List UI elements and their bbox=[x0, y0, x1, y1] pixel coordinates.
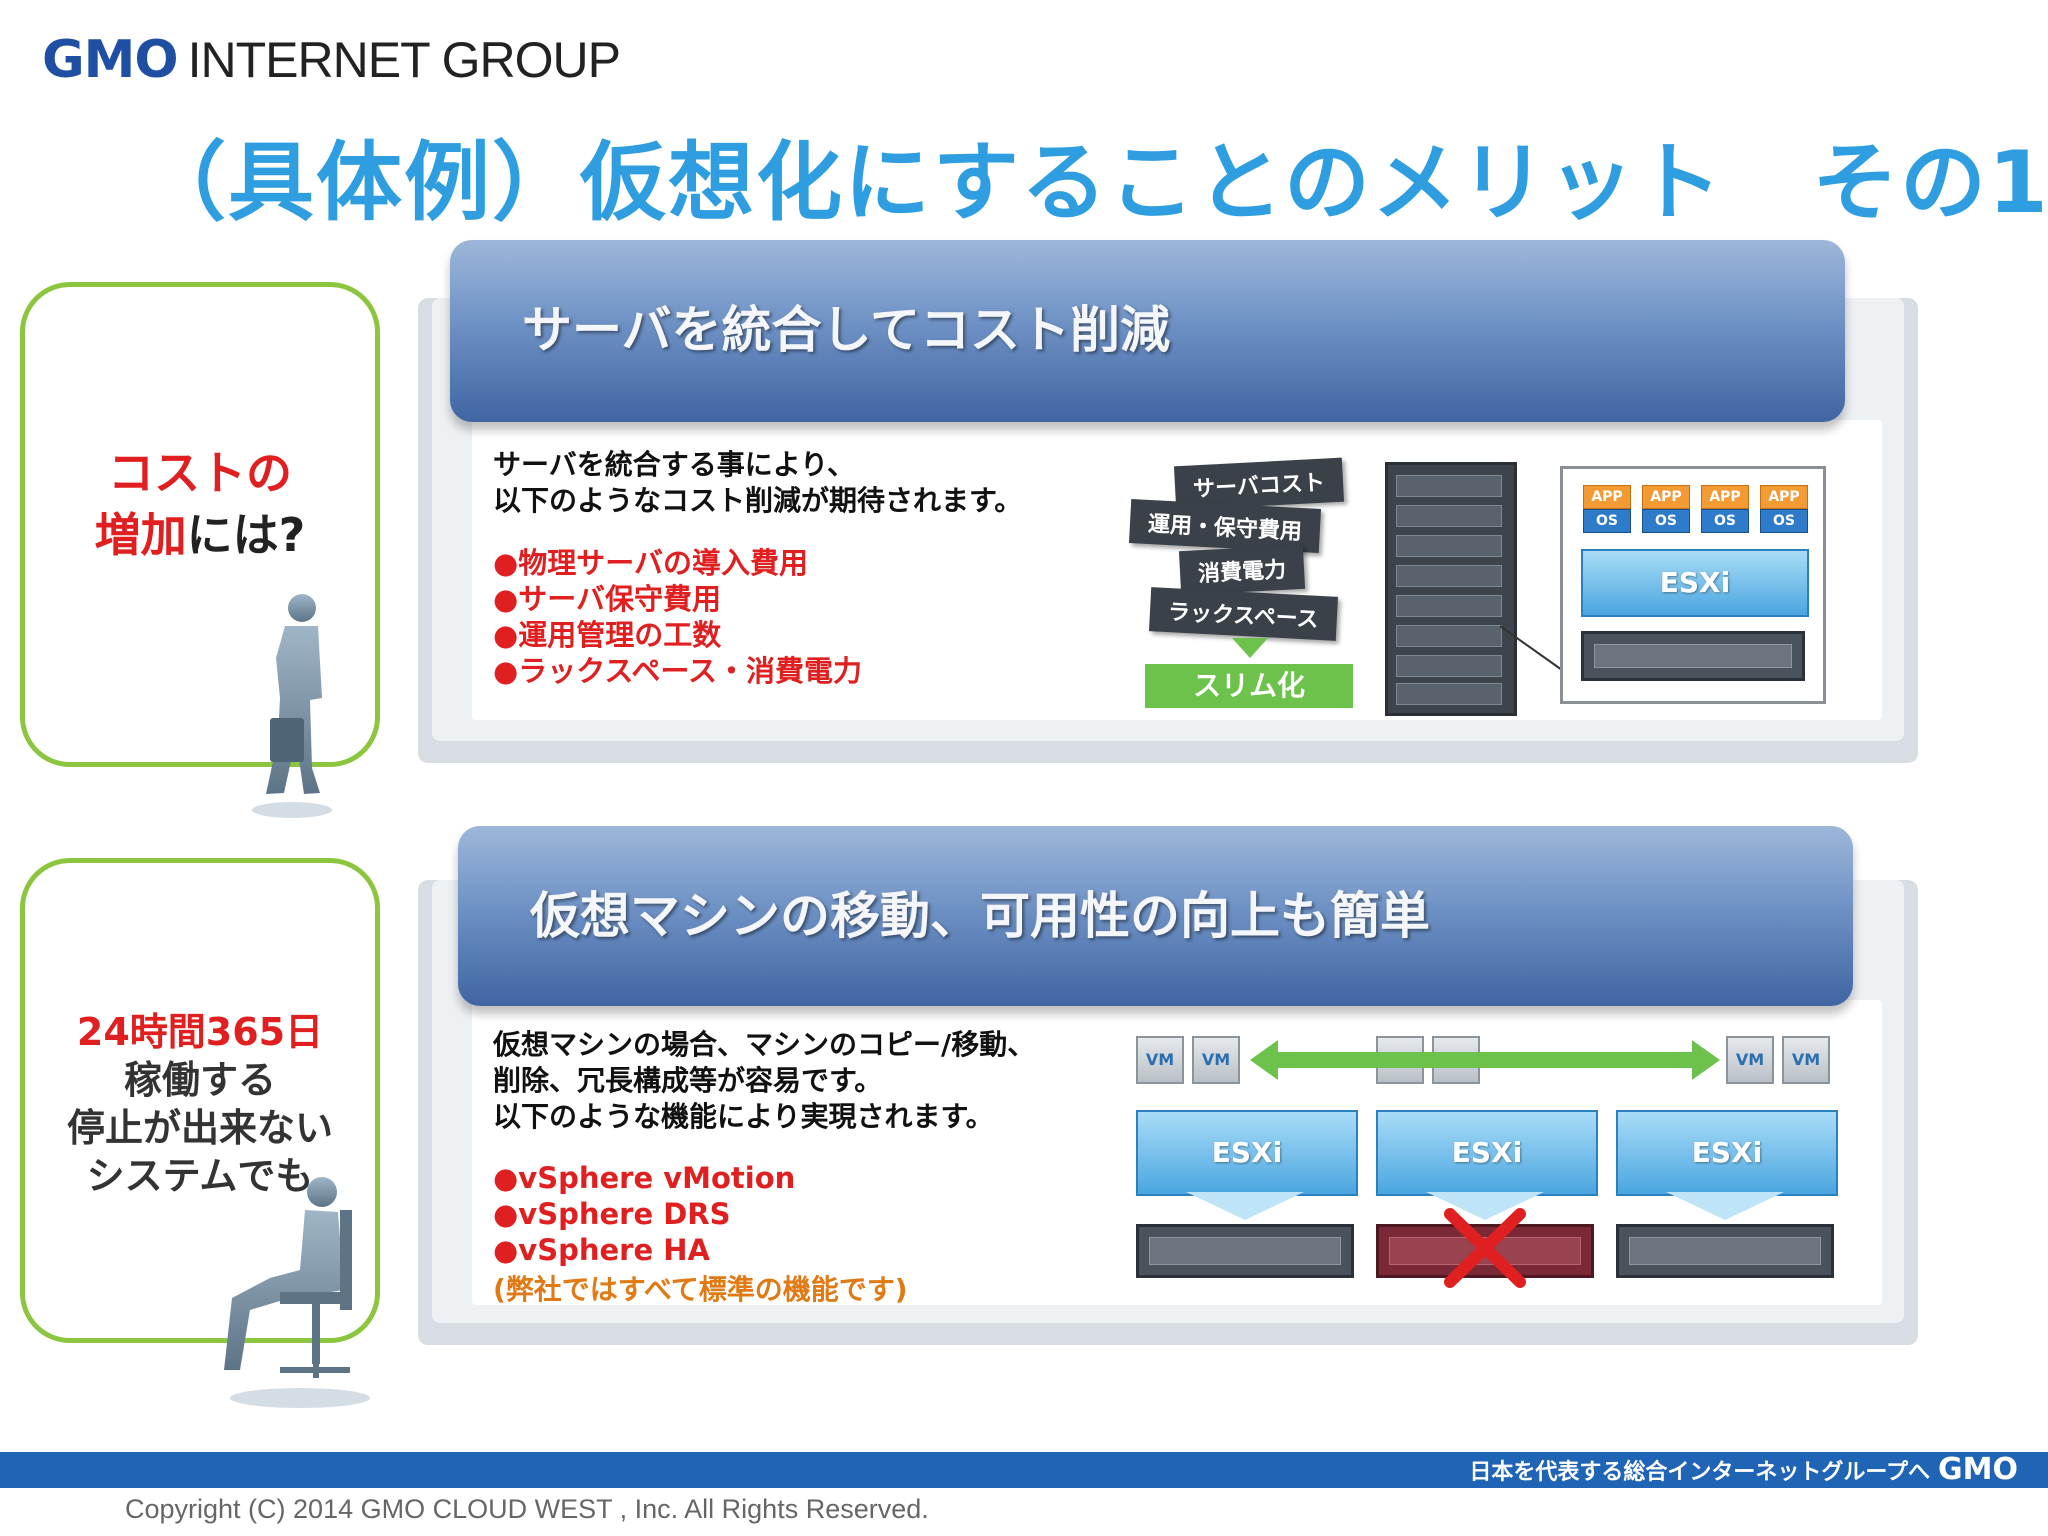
slim-label: スリム化 bbox=[1145, 664, 1353, 708]
section1-title: サーバを統合してコスト削減 bbox=[522, 301, 1170, 359]
page-title: （具体例）仮想化にすることのメリット その1 bbox=[140, 133, 2048, 233]
physical-server-icon bbox=[1581, 631, 1805, 681]
section2-description: 仮想マシンの場合、マシンのコピー/移動、 削除、冗長構成等が容易です。 以下のよ… bbox=[493, 1027, 1035, 1135]
vm-icon: VM bbox=[1782, 1036, 1830, 1084]
logo-internet-group: INTERNET GROUP bbox=[187, 32, 621, 88]
section2-banner: 仮想マシンの移動、可用性の向上も簡単 bbox=[458, 826, 1853, 1006]
vm-icon: VM bbox=[1726, 1036, 1774, 1084]
walking-businessman-icon bbox=[252, 594, 332, 818]
section1-desc-line: サーバを統合する事により、 bbox=[493, 448, 856, 481]
logo-gmo: GMO bbox=[42, 30, 179, 90]
availability-line2: 稼働する bbox=[123, 1058, 276, 1102]
footer-slogan: 日本を代表する総合インターネットグループへ GMO bbox=[1469, 1452, 2018, 1488]
migration-arrow-icon bbox=[1250, 1040, 1720, 1080]
company-logo: GMO INTERNET GROUP bbox=[42, 30, 621, 90]
physical-server-icon bbox=[1616, 1224, 1834, 1278]
section2-desc-line: 以下のような機能により実現されます。 bbox=[493, 1100, 994, 1133]
esxi-host-3: ESXi bbox=[1616, 1110, 1838, 1196]
footer-gmo-logo: GMO bbox=[1938, 1452, 2018, 1487]
bullet-item: ●vSphere DRS bbox=[493, 1197, 731, 1231]
availability-line3: 停止が出来ない bbox=[66, 1106, 333, 1150]
availability-question-text: 24時間365日 稼働する 停止が出来ない システムでも bbox=[25, 1008, 375, 1200]
bullet-item: ●サーバ保守費用 bbox=[493, 582, 722, 616]
bullet-item: ●物理サーバの導入費用 bbox=[493, 546, 809, 580]
section2-bullets: ●vSphere vMotion ●vSphere DRS ●vSphere H… bbox=[493, 1160, 795, 1268]
power-cost-tag: 消費電力 bbox=[1178, 544, 1306, 596]
copyright: Copyright (C) 2014 GMO CLOUD WEST , Inc.… bbox=[125, 1494, 929, 1524]
cost-question-box: コストの 増加には? bbox=[20, 282, 380, 767]
failure-cross-icon bbox=[1444, 1208, 1526, 1288]
cost-question-line1: コストの bbox=[108, 446, 292, 500]
section2-desc-line: 削除、冗長構成等が容易です。 bbox=[493, 1064, 883, 1097]
bullet-item: ●ラックスペース・消費電力 bbox=[493, 654, 862, 688]
footer-slogan-text: 日本を代表する総合インターネットグループへ bbox=[1469, 1460, 1931, 1485]
down-arrow-icon bbox=[1232, 638, 1268, 658]
availability-question-box: 24時間365日 稼働する 停止が出来ない システムでも bbox=[20, 858, 380, 1343]
availability-line1: 24時間365日 bbox=[76, 1010, 324, 1054]
zoom-connector-icon bbox=[1500, 625, 1563, 671]
physical-server-icon bbox=[1136, 1224, 1354, 1278]
cost-question-line2: には? bbox=[186, 508, 306, 562]
section2-title: 仮想マシンの移動、可用性の向上も簡単 bbox=[530, 887, 1430, 945]
sitting-businessman-icon bbox=[224, 1177, 370, 1408]
availability-line4: システムでも bbox=[86, 1154, 314, 1198]
section1-bullets: ●物理サーバの導入費用 ●サーバ保守費用 ●運用管理の工数 ●ラックスペース・消… bbox=[493, 545, 862, 689]
vm-icon: VM bbox=[1136, 1036, 1184, 1084]
section2-desc-line: 仮想マシンの場合、マシンのコピー/移動、 bbox=[493, 1028, 1036, 1061]
bullet-item: ●vSphere vMotion bbox=[493, 1161, 796, 1195]
esxi-host-2: ESXi bbox=[1376, 1110, 1598, 1196]
esxi-host-1: ESXi bbox=[1136, 1110, 1358, 1196]
section1-description: サーバを統合する事により、 以下のようなコスト削減が期待されます。 bbox=[493, 447, 1022, 519]
cost-question-emphasis: 増加 bbox=[94, 508, 187, 562]
section1-banner: サーバを統合してコスト削減 bbox=[450, 240, 1845, 422]
bullet-item: ●vSphere HA bbox=[493, 1233, 710, 1267]
bullet-item: ●運用管理の工数 bbox=[493, 618, 722, 652]
standard-feature-note: (弊社ではすべて標準の機能です) bbox=[493, 1273, 908, 1306]
cost-question-text: コストの 増加には? bbox=[25, 442, 375, 566]
section1-desc-line: 以下のようなコスト削減が期待されます。 bbox=[493, 484, 1023, 517]
vm-icon: VM bbox=[1192, 1036, 1240, 1084]
host-connector-icon bbox=[1186, 1192, 1784, 1220]
footer-bar bbox=[0, 1452, 2048, 1488]
server-rack-icon bbox=[1385, 462, 1517, 716]
esxi-label: ESXi bbox=[1581, 549, 1809, 617]
